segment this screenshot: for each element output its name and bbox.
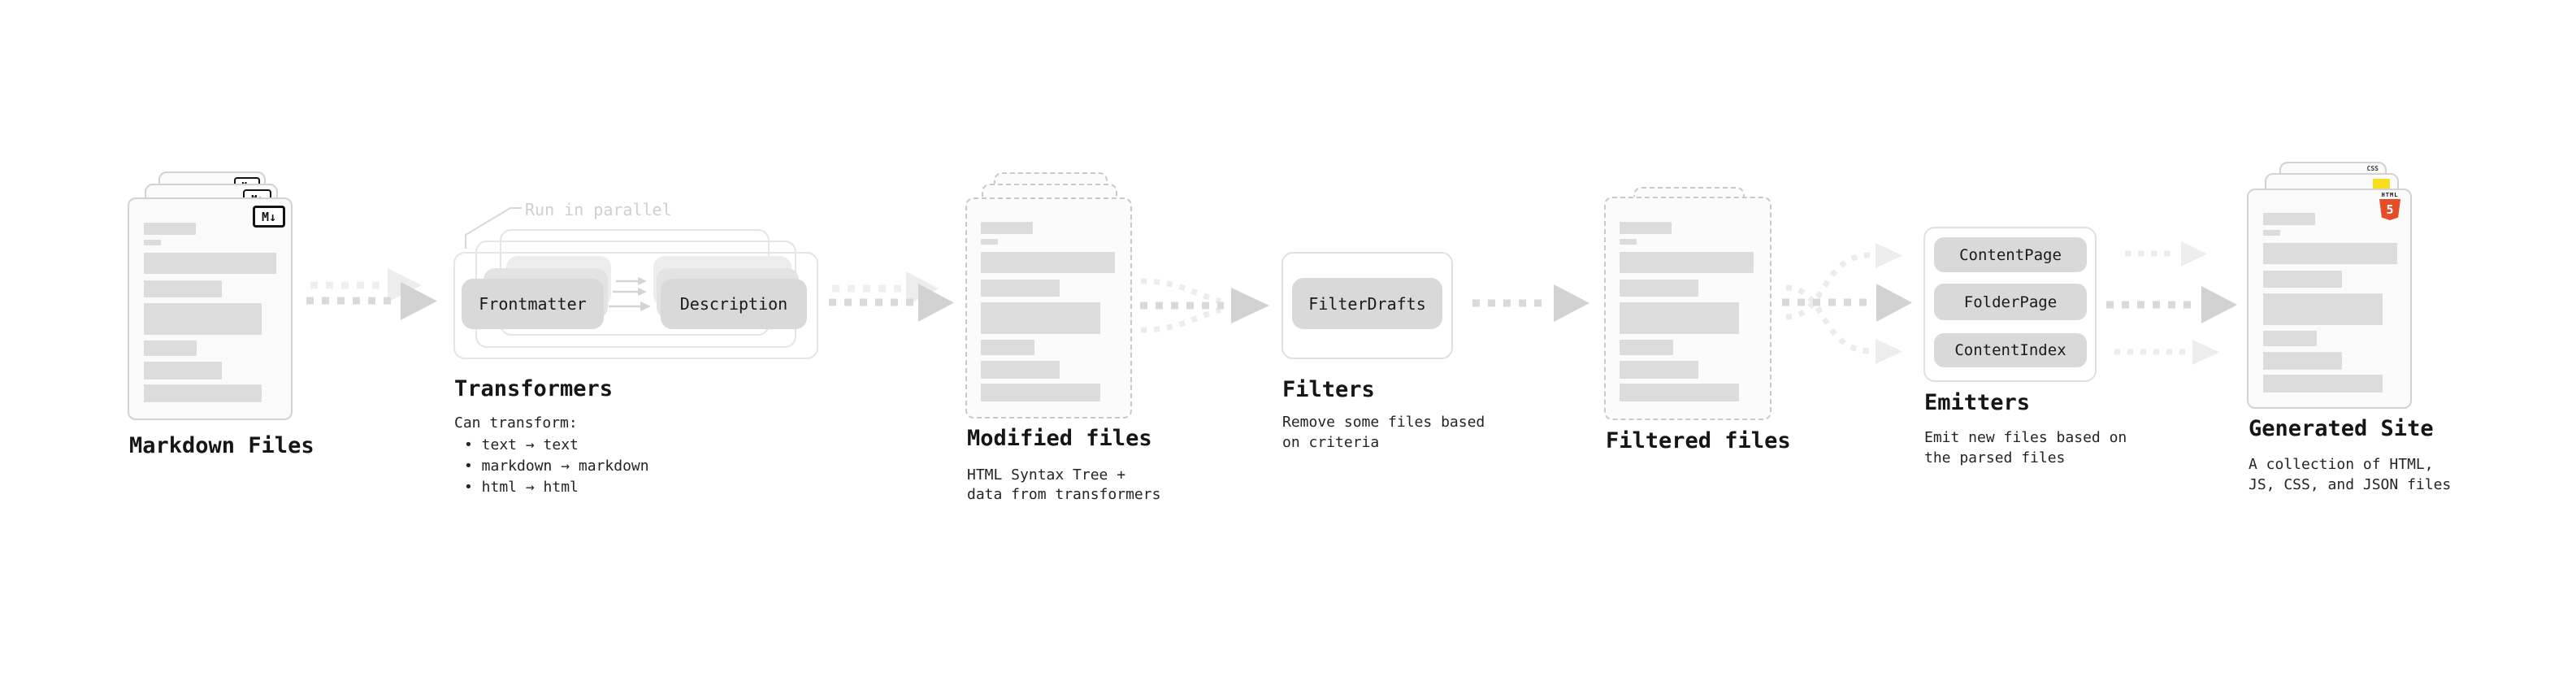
generated-site-title: Generated Site [2249,416,2434,441]
generated-site-desc-line: A collection of HTML, [2249,456,2434,473]
markdown-files-title: Markdown Files [129,433,314,458]
filtered-file-card-front [1604,197,1772,420]
placeholder-bar [981,280,1060,297]
folderpage-node: FolderPage [1934,284,2087,320]
placeholder-bar [144,340,197,356]
placeholder-bar [144,240,161,245]
arrow-markdown-to-transformers [306,268,437,320]
modified-files-desc-line: HTML Syntax Tree + [967,466,1126,484]
contentpage-node: ContentPage [1934,237,2087,272]
placeholder-bar [144,253,276,274]
contentindex-node: ContentIndex [1934,333,2087,367]
placeholder-bar [144,384,262,402]
markdown-icon: M↓ [253,206,285,228]
transformers-title: Transformers [454,376,614,401]
transformers-bullet: • text → text [464,436,579,453]
placeholder-bar [1620,252,1754,273]
filters-title: Filters [1282,377,1375,402]
markdown-file-card-front: M↓ [128,197,293,420]
filterdrafts-node: FilterDrafts [1292,278,1442,329]
transformers-description: Can transform: • text → text • markdown … [454,413,649,498]
modified-files-description: HTML Syntax Tree + data from transformer… [967,466,1160,505]
run-in-parallel-annotation: Run in parallel [525,200,672,219]
placeholder-bar [144,362,222,380]
placeholder-bar [144,280,222,297]
frontmatter-node: Frontmatter [462,279,604,329]
placeholder-bar [1620,384,1739,401]
generated-site-desc-line: JS, CSS, and JSON files [2249,476,2452,493]
arrow-filters-to-filtered [1472,284,1589,322]
document-content-bars [144,223,276,402]
arrow-transformers-to-modified [829,271,954,322]
placeholder-bar [981,384,1100,401]
placeholder-bar [1620,222,1672,234]
placeholder-bar [144,223,196,235]
arrow-emitters-to-generated [2106,241,2237,365]
filters-description: Remove some files based on criteria [1282,412,1485,453]
placeholder-bar [981,361,1060,379]
transformer-panel-front [453,252,818,359]
placeholder-bar [1620,280,1698,297]
filters-desc-line: Remove some files based [1282,414,1485,431]
html5-icon-shield: 5 [2379,199,2400,220]
placeholder-bar [2263,213,2315,225]
placeholder-bar [1620,302,1739,334]
placeholder-bar [2263,293,2383,325]
emitters-desc-line: Emit new files based on [1924,429,2127,446]
arrow-filtered-to-emitters [1782,243,1912,364]
placeholder-bar [144,303,262,335]
placeholder-bar [981,252,1115,273]
placeholder-bar [2263,243,2397,264]
filters-desc-line: on criteria [1282,434,1380,451]
transformers-desc-line: Can transform: [454,414,578,432]
placeholder-bar [1620,239,1637,245]
javascript-icon [2373,179,2390,189]
placeholder-bar [2263,331,2317,346]
filtered-files-title: Filtered files [1606,428,1791,453]
placeholder-bar [2263,352,2342,370]
placeholder-bar [1620,340,1673,355]
transformers-bullet: • markdown → markdown [464,458,649,475]
placeholder-bar [981,340,1034,355]
modified-file-card-front [965,197,1132,419]
placeholder-bar [1620,361,1698,379]
document-content-bars [981,222,1115,401]
document-content-bars [1620,222,1754,401]
modified-files-title: Modified files [967,426,1152,451]
emitters-desc-line: the parsed files [1924,449,2066,466]
placeholder-bar [981,222,1033,234]
placeholder-bar [2263,230,2280,236]
emitters-title: Emitters [1924,390,2031,415]
placeholder-bar [2263,375,2383,393]
document-content-bars [2263,213,2397,393]
arrow-modified-to-filters [1140,278,1269,333]
html5-icon-label: HTML [2381,192,2399,198]
placeholder-bar [981,239,998,245]
placeholder-bar [2263,271,2342,288]
description-node: Description [661,279,807,329]
generated-site-description: A collection of HTML, JS, CSS, and JSON … [2249,454,2451,495]
transformers-bullet: • html → html [464,479,579,496]
modified-files-desc-line: data from transformers [967,486,1161,503]
generated-file-card-front: HTML 5 [2247,189,2412,409]
html5-icon: HTML 5 [2379,193,2401,220]
emitters-description: Emit new files based on the parsed files [1924,427,2127,468]
placeholder-bar [981,302,1100,334]
